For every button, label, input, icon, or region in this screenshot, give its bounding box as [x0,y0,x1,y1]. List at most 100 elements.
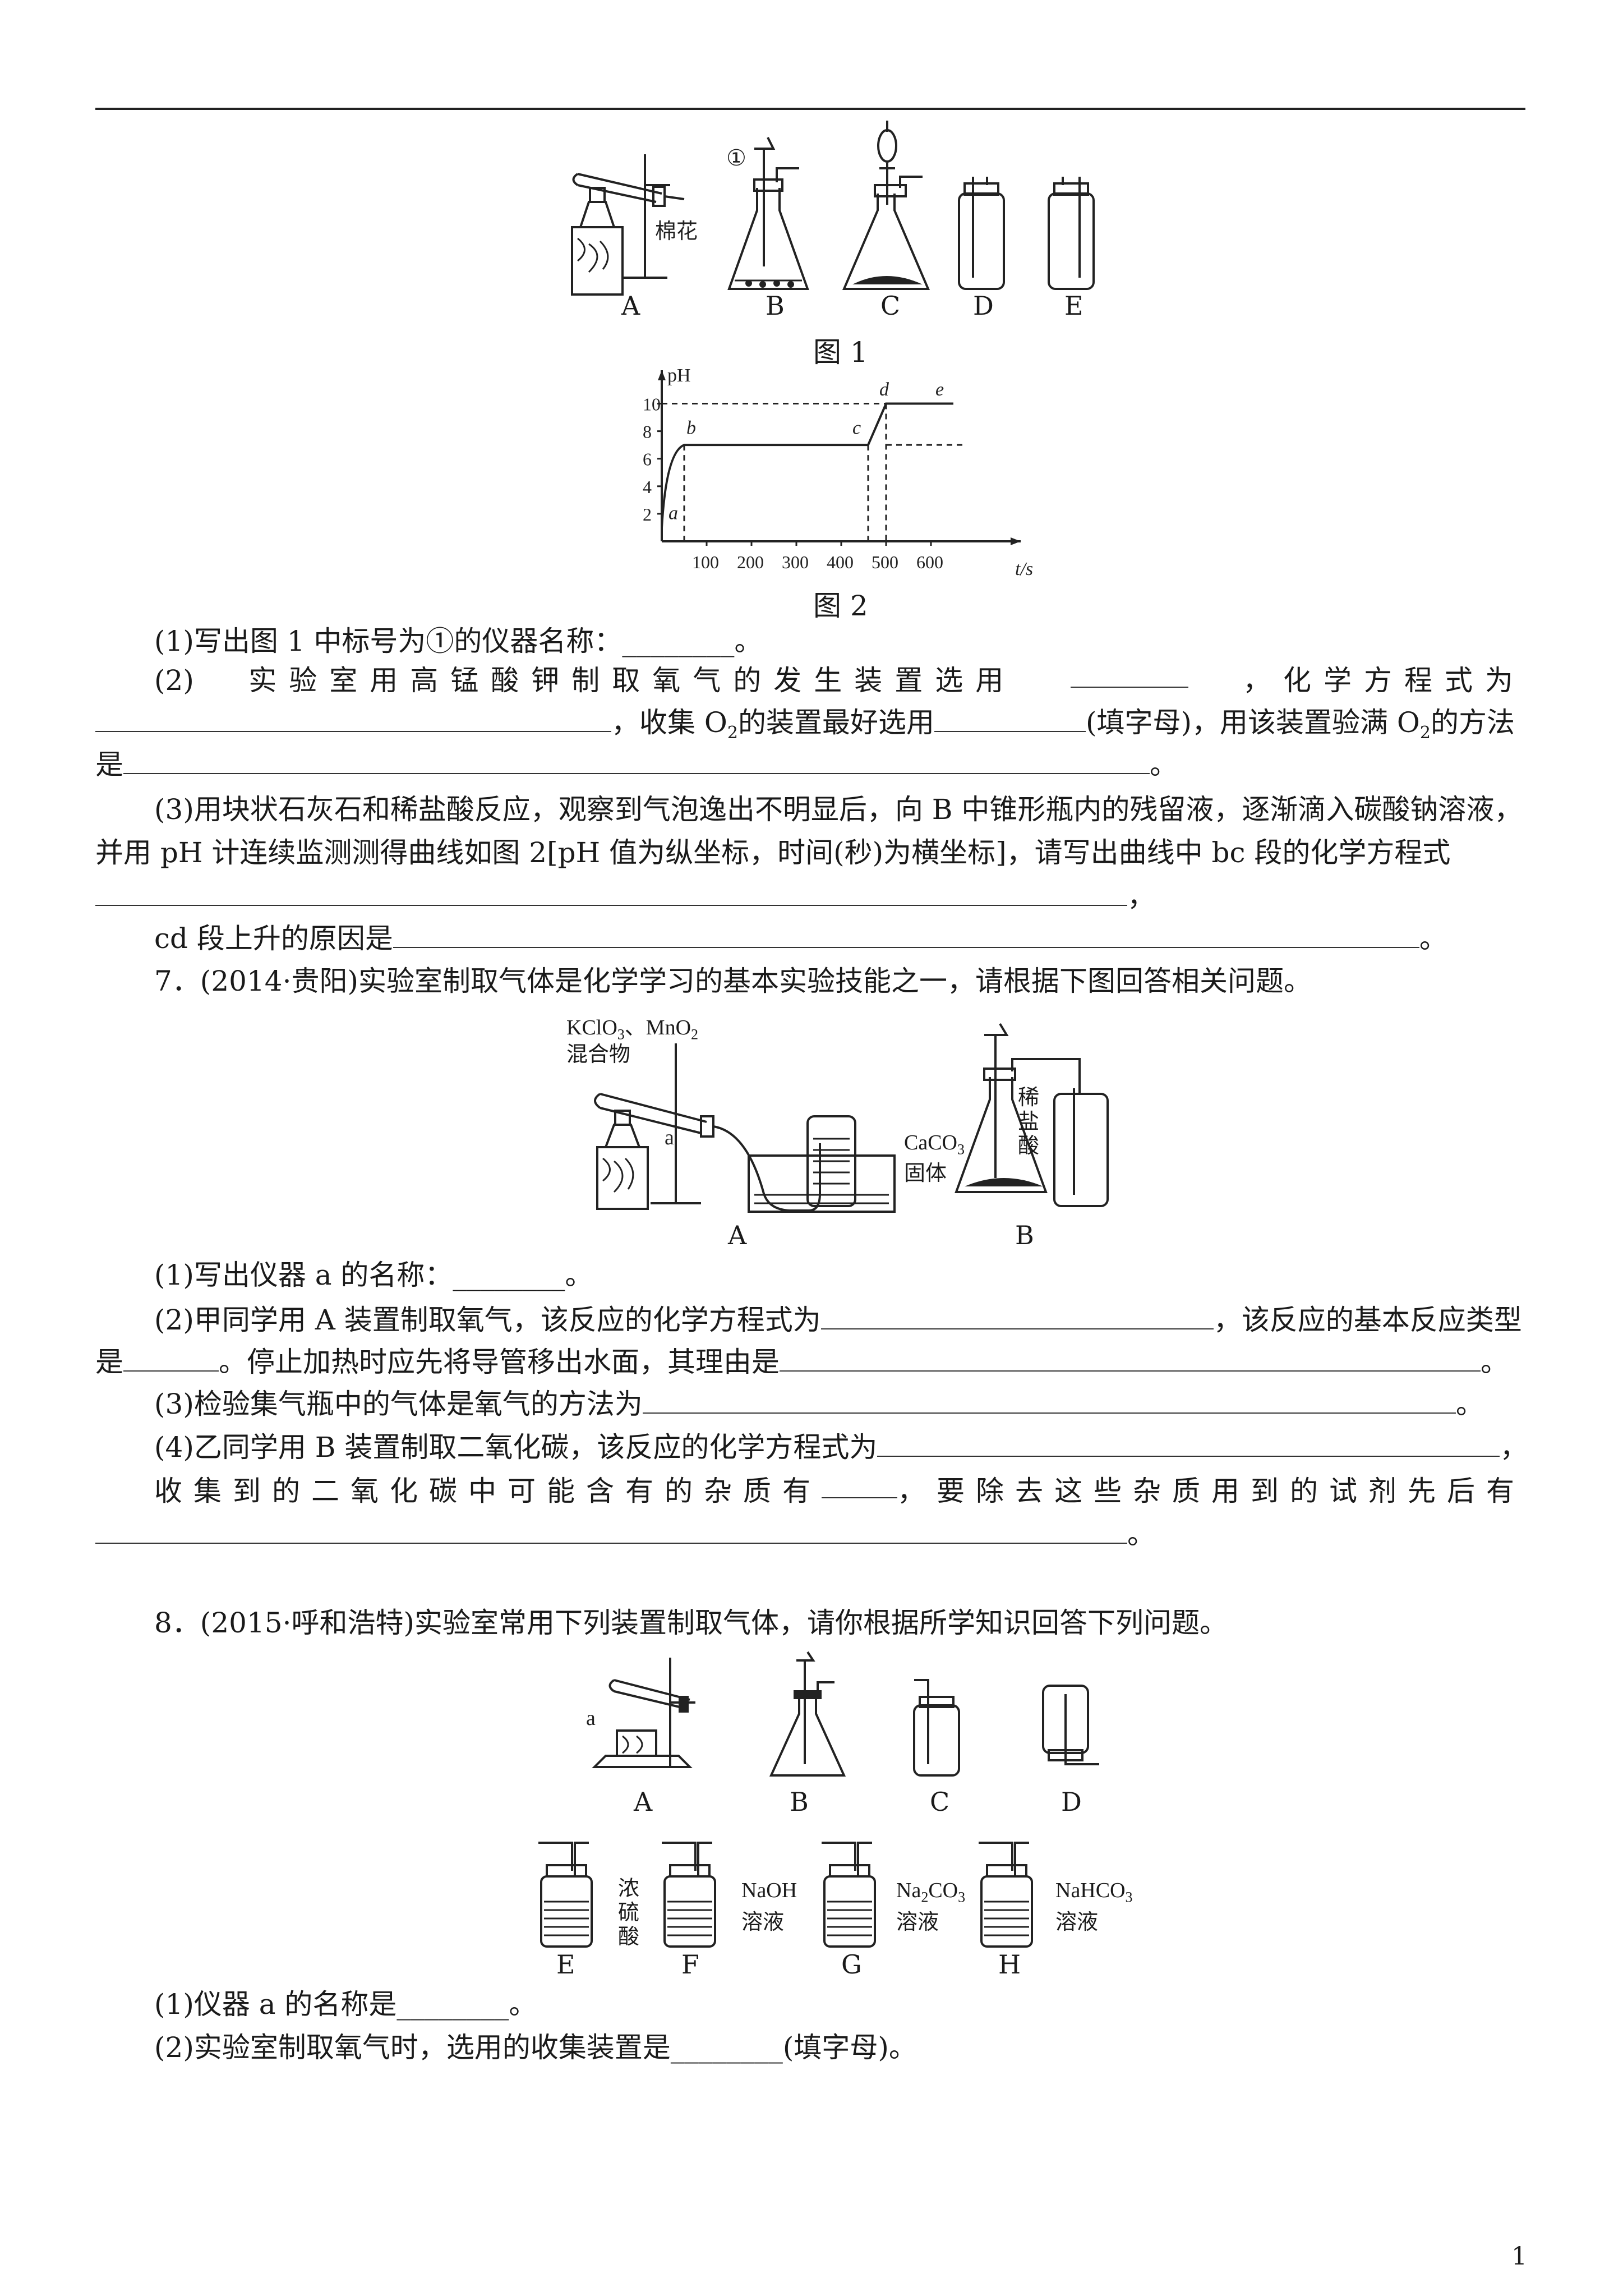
q8-label-f: F [681,1949,699,1980]
q8-apparatus-b-icon [769,1651,846,1777]
q8-label-g: G [841,1949,862,1980]
q8-apparatus-d-icon [1042,1685,1099,1765]
q6-p3-line2: 并用 pH 计连续监测测得曲线如图 2[pH 值为纵坐标，时间(秒)为横坐标]，… [95,836,1451,869]
q6-p2-eq: ，化学方程式为 [1243,664,1525,697]
q6-sub: 2 [727,723,738,743]
q7-p4-line3: 。 [95,1516,1155,1553]
q8-h-nahco: NaHCO [1055,1879,1126,1902]
q8-e-reagent-2: 硫 [618,1901,640,1925]
fig1-label-d: D [973,291,994,321]
q8-g-sub: 2 [921,1889,929,1906]
q8-p1: (1)仪器 a 的名称是________。 [154,1988,537,2021]
q7-kclo-sub: 3 [617,1026,625,1043]
q7-blank-test[interactable] [642,1388,1456,1414]
q6-sub2: 2 [1419,723,1431,743]
q6-blank-device[interactable] [1070,662,1188,688]
ph-curve [661,402,953,528]
q8-apparatus-row1: a [586,1651,1099,1777]
x-tick-label: 200 [737,552,764,572]
x-tick-label: 300 [782,552,809,572]
point-label-d: d [879,379,889,400]
q7-acid-2: 盐 [1018,1110,1040,1134]
q8-bottle-f-icon [662,1842,716,1948]
q7-kclo: KClO [566,1016,617,1039]
fig1-label-b: B [766,291,785,321]
q7-instrument-a-label: a [665,1126,674,1149]
fig1-label-c: C [880,291,901,321]
point-label-b: b [686,418,696,439]
q8-p2: (2)实验室制取氧气时，选用的收集装置是________(填字母)。 [154,2031,917,2064]
x-tick-label: 500 [872,552,898,572]
q7-solid-label: 固体 [904,1162,947,1185]
q7-mix-label: 混合物 [566,1043,631,1066]
x-axis-label: t/s [1015,559,1033,579]
q6-blank-collect[interactable] [934,706,1086,732]
q6-p2-text: 实验室用高锰酸钾制取氧气的发生装置选用 [248,664,1016,697]
q8-instrument-a-label: a [586,1706,596,1730]
q8-apparatus-a-icon [592,1658,695,1768]
q8-h-reagent-2: 溶液 [1055,1911,1099,1934]
q7-p2-line2: 是 。停止加热时应先将导管移出水面，其理由是 。 [95,1343,1509,1381]
q7-p3-a: (3)检验集气瓶中的气体是氧气的方法为 [154,1388,643,1420]
q6-p3-end: 。 [1419,922,1447,955]
q7-p1: (1)写出仪器 a 的名称：________。 [154,1259,593,1291]
q7-p4-b: 收集到的二氧化碳中可能含有的杂质有 [154,1475,822,1507]
point-label-c: c [852,418,861,439]
q8-e-reagent-1: 浓 [618,1877,640,1901]
q7-blank-equation[interactable] [820,1304,1214,1329]
header-rule [95,108,1525,110]
q7-blank-impurity[interactable] [822,1473,897,1498]
apparatus-a-icon [571,154,685,296]
q7-mno: 、MnO [624,1016,691,1039]
y-tick-label: 2 [643,504,652,524]
q6-p3-comma: ， [1127,880,1155,913]
q8-g-sub2: 3 [958,1889,966,1906]
q6-p3-line4: cd 段上升的原因是。 [154,920,1447,957]
q7-reagent-label: KClO3、MnO2 [566,1010,698,1043]
q6-p2-best: 的装置最好选用 [737,706,934,739]
q7-p2-end: 。 [1481,1346,1509,1378]
q7-caco3: CaCO [904,1131,957,1154]
q7-p3-end: 。 [1455,1388,1484,1420]
q6-p2-collect: ，收集 O [611,706,727,739]
q6-p2-fill: (填字母)，用该装置验满 O [1085,706,1420,739]
q8-apparatus-row2 [538,1842,1033,1948]
q7-blank-reason[interactable] [780,1346,1481,1372]
x-tick-label: 100 [692,552,719,572]
q6-p2-method: 的方法 [1430,706,1515,739]
q6-blank-bc[interactable] [95,880,1127,906]
page-number: 1 [1511,2242,1527,2271]
q8-label-a: A [634,1787,653,1817]
q8-h-sub: 3 [1125,1889,1133,1906]
q8-h-reagent-1: NaHCO3 [1055,1878,1133,1906]
y-axis-label: pH [667,365,691,386]
q8-title: 8．(2015·呼和浩特)实验室常用下列装置制取气体，请你根据所学知识回答下列问… [154,1607,1228,1639]
q6-blank-method[interactable] [123,748,1150,774]
q7-blank-type[interactable] [123,1346,219,1372]
q7-p4-end: ， [1500,1431,1528,1464]
q8-e-reagent-3: 酸 [618,1925,640,1949]
q8-g-co: CO [928,1879,958,1902]
point-label-e: e [935,379,944,400]
q7-acid-1: 稀 [1018,1086,1040,1110]
q7-p2-c: 是 [95,1346,123,1378]
q7-p2-d: 。停止加热时应先将导管移出水面，其理由是 [219,1346,780,1378]
fig1-label-e: E [1064,291,1083,321]
q7-acid-3: 酸 [1018,1134,1040,1158]
q7-p4-line2: 收集到的二氧化碳中可能含有的杂质有 ，要除去这些杂质用到的试剂先后有 [154,1473,1525,1510]
q7-p2-a: (2)甲同学用 A 装置制取氧气，该反应的化学方程式为 [154,1304,821,1336]
fig2-caption: 图 2 [813,590,868,622]
q8-g-na: Na [896,1879,921,1902]
q6-blank-equation[interactable] [95,706,611,732]
q6-p2-is: 是 [95,748,123,781]
q6-p3-line3: ， [95,878,1155,915]
q6-blank-cd[interactable] [393,922,1419,948]
q6-p2-line2: ，收集 O2的装置最好选用(填字母)，用该装置验满 O2的方法 [95,704,1515,752]
q7-blank-reagents[interactable] [95,1518,1127,1544]
q7-blank-co2[interactable] [877,1431,1500,1457]
y-tick-label: 6 [643,449,652,470]
q7-label-a: A [728,1220,747,1250]
q8-f-reagent-2: 溶液 [741,1911,785,1934]
x-axis-arrow [1011,537,1021,545]
